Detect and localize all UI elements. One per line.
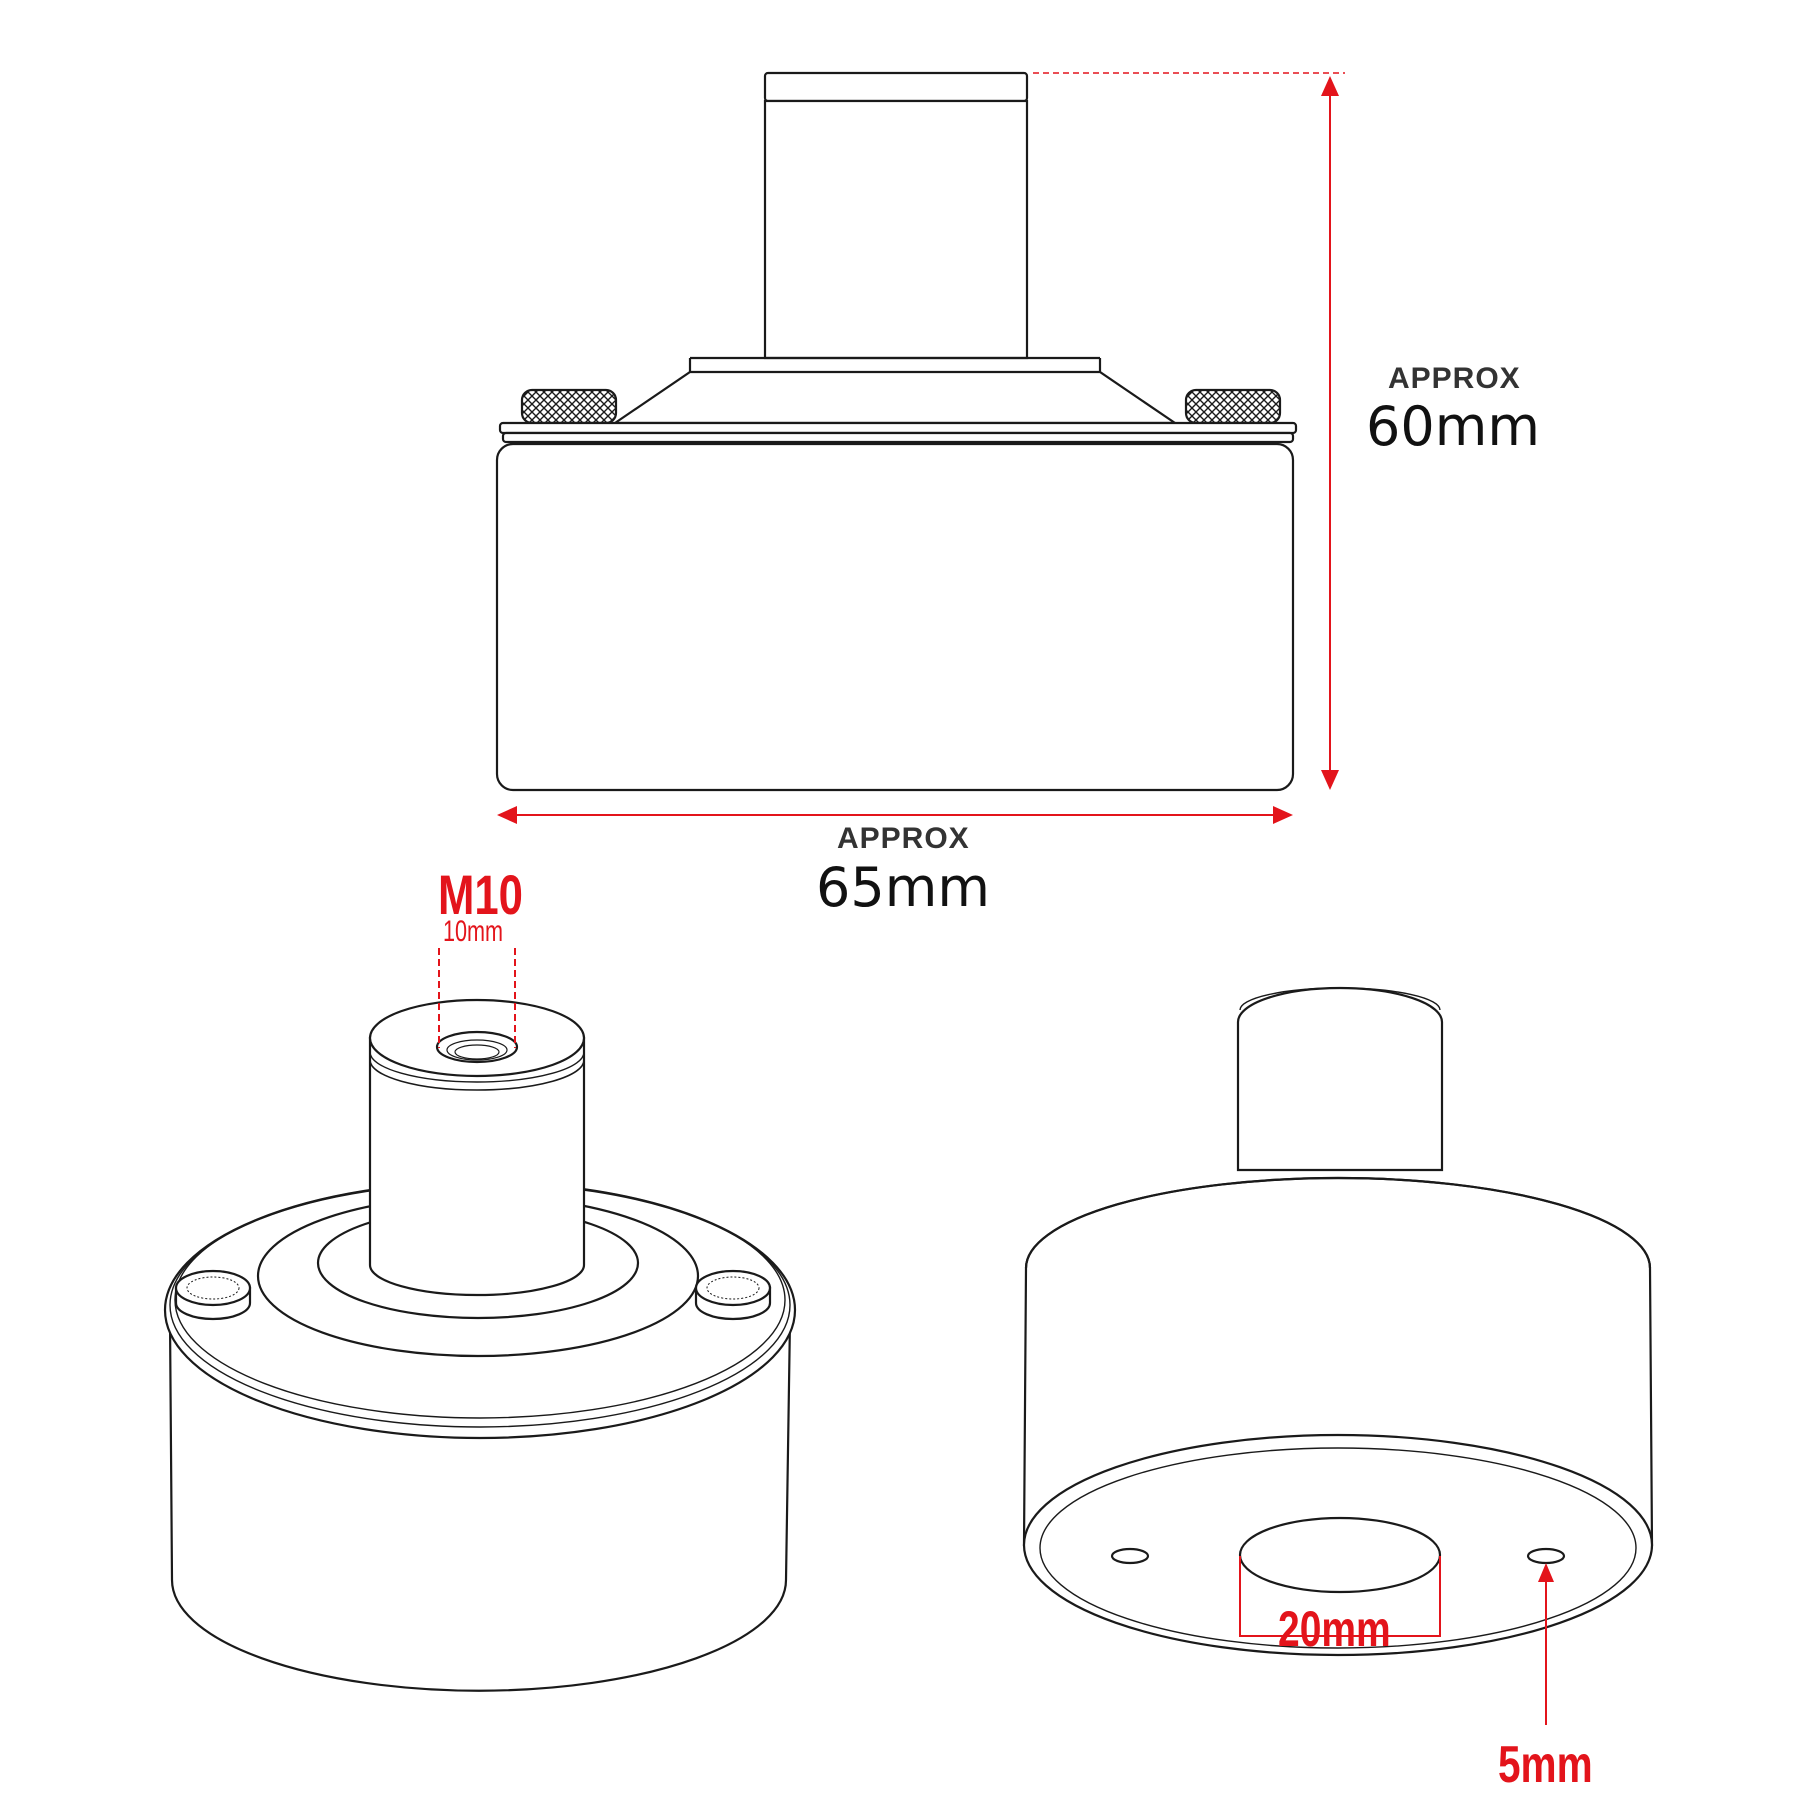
screw-hole-right (1526, 1547, 1566, 1565)
bottom-view-shaft (1236, 986, 1444, 1172)
m10-dimension-lines (438, 948, 516, 1048)
screw-hole-label: 5mm (1498, 1736, 1593, 1794)
front-cone (611, 370, 1179, 425)
height-value: 60mm (1366, 395, 1540, 458)
bottom-dimension-lines (1239, 1556, 1554, 1725)
front-shaft (763, 99, 1029, 360)
thread-diameter-value: 10mm (443, 915, 504, 948)
front-knob-left (520, 388, 618, 425)
bottom-perspective-view (1022, 986, 1654, 1657)
thread-label: M10 (438, 863, 523, 926)
center-hole-20mm (1238, 1516, 1442, 1594)
screw-hole-left (1110, 1547, 1150, 1565)
top-perspective-view (163, 998, 797, 1692)
top-view-shaft (368, 1036, 586, 1297)
width-approx-label: APPROX (837, 822, 970, 855)
front-body (495, 442, 1295, 792)
front-knob-right (1184, 388, 1282, 425)
hole-20mm-bracket (1239, 1556, 1441, 1637)
center-hole-label: 20mm (1278, 1601, 1391, 1657)
width-value: 65mm (816, 856, 990, 919)
front-view (495, 71, 1298, 792)
top-view-knob-left (174, 1269, 252, 1321)
front-dimensions (497, 72, 1345, 824)
top-view-knob-right (694, 1269, 772, 1321)
height-approx-label: APPROX (1388, 362, 1521, 395)
front-shaft-cap (763, 71, 1029, 103)
front-top-flange (498, 421, 1298, 435)
